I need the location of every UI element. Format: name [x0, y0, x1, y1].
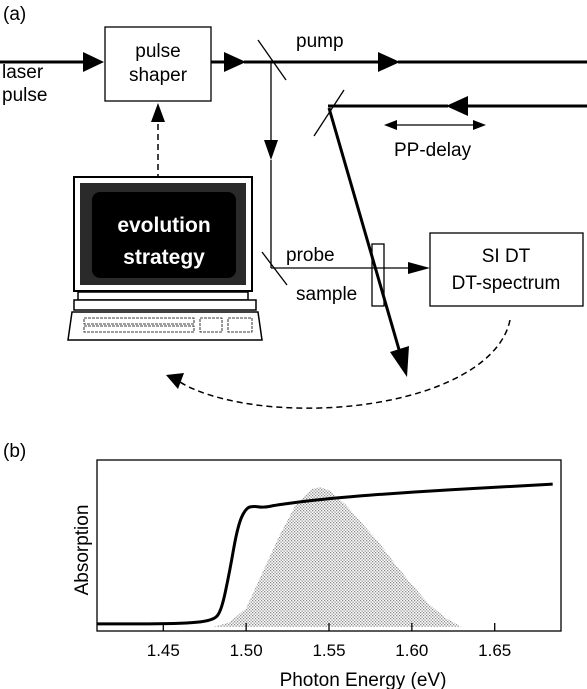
- svg-text:SI DT: SI DT: [482, 246, 531, 267]
- svg-text:pulse: pulse: [135, 41, 180, 62]
- pulse-shaper-box: pulse shaper: [104, 26, 212, 102]
- absorption-curve: [97, 482, 553, 626]
- pump-return-beam: [328, 96, 587, 116]
- sample: [371, 243, 385, 307]
- pp-delay-label: PP-delay: [394, 140, 472, 161]
- x-tick-label: 1.65: [478, 641, 511, 660]
- spectrum-area: [213, 487, 462, 627]
- x-tick-label: 1.50: [230, 641, 263, 660]
- x-tick-label: 1.45: [147, 641, 180, 660]
- svg-text:shaper: shaper: [129, 65, 188, 86]
- svg-text:laser: laser: [2, 62, 44, 83]
- probe-mirror: [261, 251, 288, 286]
- panel-b-label: (b): [3, 441, 26, 462]
- x-tick-label: 1.55: [312, 641, 345, 660]
- pp-delay-arrow: [384, 120, 486, 130]
- sample-label: sample: [296, 284, 357, 305]
- probe-label: probe: [286, 245, 335, 266]
- computer-icon: evolution strategy: [67, 176, 263, 341]
- feedback-arrow: [166, 319, 511, 409]
- y-axis-label: Absorption: [72, 505, 93, 596]
- laser-pulse-label: laser pulse: [2, 62, 47, 106]
- svg-text:evolution: evolution: [117, 214, 210, 237]
- control-arrow: [151, 103, 165, 180]
- x-tick-label: 1.60: [395, 641, 428, 660]
- panel-a-label: (a): [3, 4, 26, 25]
- beam-splitter: [257, 39, 287, 81]
- pump-label: pump: [296, 31, 344, 52]
- laser-input-arrow: [0, 52, 104, 72]
- svg-text:strategy: strategy: [123, 246, 205, 269]
- x-axis-label: Photon Energy (eV): [280, 670, 447, 689]
- probe-beam: [264, 62, 430, 274]
- svg-text:DT-spectrum: DT-spectrum: [452, 273, 561, 294]
- detector-box: SI DT DT-spectrum: [429, 232, 584, 307]
- shaper-output-beam: [211, 52, 283, 72]
- pump-to-sample-beam: [327, 107, 409, 377]
- pump-beam: [283, 52, 587, 72]
- svg-text:pulse: pulse: [2, 85, 47, 106]
